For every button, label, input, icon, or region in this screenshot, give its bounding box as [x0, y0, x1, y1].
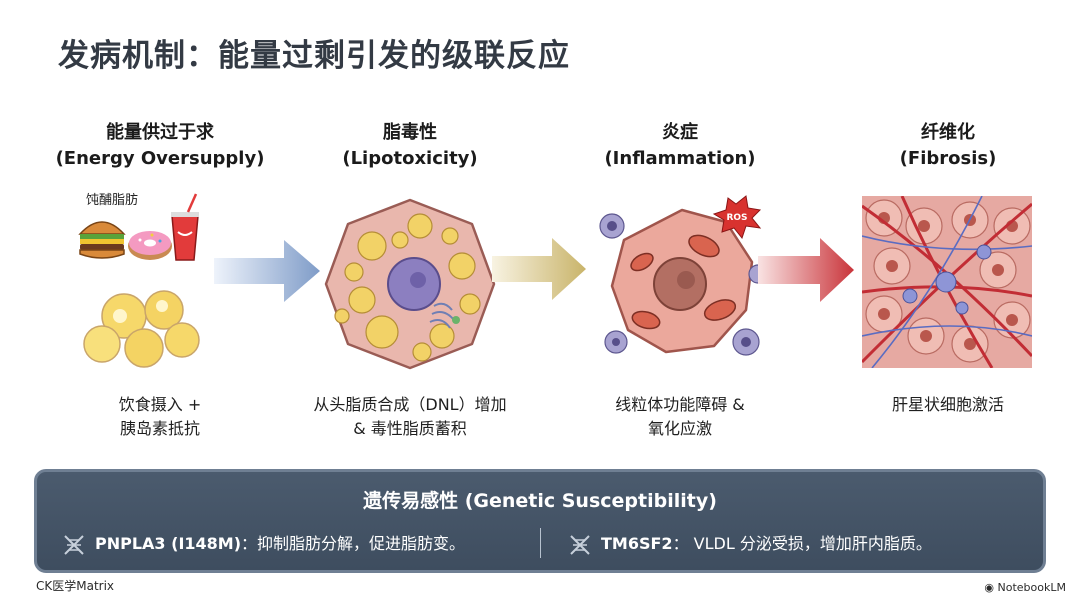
stage-subtitle: (Fibrosis): [899, 148, 997, 169]
page-title: 发病机制：能量过剩引发的级联反应: [58, 38, 570, 74]
gene-text: ： VLDL 分泌受损，增加肝内脂质。: [672, 534, 932, 553]
watermark-right-label: NotebookLM: [997, 581, 1066, 594]
stage-desc-fibrosis: 肝星状细胞激活: [823, 393, 1073, 417]
stage-subtitle: (Energy Oversupply): [55, 148, 265, 169]
stage-fibrosis: 纤维化 (Fibrosis): [833, 120, 1063, 172]
stage-subtitle: (Lipotoxicity): [342, 148, 478, 169]
soda-cup-icon: [171, 193, 199, 261]
stage-name: 纤维化: [921, 122, 975, 143]
stage-desc-line1: 线粒体功能障碍 &: [615, 395, 745, 414]
panel-title: 遗传易感性 (Genetic Susceptibility): [363, 490, 717, 512]
art-label: 饨酺脂肪: [86, 192, 138, 208]
arrow-right-icon: [214, 240, 320, 302]
gene-item-pnpla3: PNPLA3 (I148M)：抑制脂肪分解，促进脂肪变。: [61, 530, 465, 558]
stage-desc-line2: 胰岛素抵抗: [119, 419, 200, 438]
gene-name: TM6SF2: [601, 534, 673, 553]
notebooklm-logo-icon: ◉: [984, 581, 998, 594]
stage-desc-inflammation: 线粒体功能障碍 & 氧化应激: [555, 393, 805, 441]
arrow-right-icon: [492, 238, 586, 300]
stage-desc-line2: & 毒性脂质蓄积: [353, 419, 467, 438]
stage-desc-energy: 饮食摄入 + 胰岛素抵抗: [35, 393, 285, 441]
junk-food-fat-cells-illustration: 饨酺脂肪: [78, 192, 200, 368]
watermark-left: CK医学Matrix: [36, 579, 115, 593]
arrow-right-icon: [758, 238, 854, 302]
burger-icon: [78, 221, 126, 259]
genetic-susceptibility-panel: 遗传易感性 (Genetic Susceptibility) PNPLA3 (I…: [34, 469, 1046, 573]
dna-icon: [570, 534, 590, 555]
stage-name: 能量供过于求: [106, 122, 214, 143]
stage-name: 脂毒性: [383, 122, 437, 143]
lipotoxic-cell-illustration: [324, 198, 496, 370]
divider: [540, 528, 541, 558]
stage-desc-line1: 饮食摄入 +: [118, 395, 202, 414]
stage-desc-line1: 肝星状细胞激活: [891, 395, 1004, 414]
ros-label: ROS: [726, 213, 747, 223]
fat-cells-icon: [83, 290, 200, 368]
stage-subtitle: (Inflammation): [604, 148, 756, 169]
stage-energy-oversupply: 能量供过于求 (Energy Oversupply): [45, 120, 275, 172]
dna-icon: [64, 534, 84, 555]
inflamed-cell-illustration: ROS: [599, 195, 768, 356]
stage-lipotoxicity: 脂毒性 (Lipotoxicity): [295, 120, 525, 172]
stage-desc-lipotoxicity: 从头脂质合成（DNL）增加 & 毒性脂质蓄积: [285, 393, 535, 441]
watermark-right: ◉ NotebookLM: [984, 581, 1066, 594]
gene-text: ：抑制脂肪分解，促进脂肪变。: [241, 534, 466, 553]
fibrotic-tissue-illustration: [862, 196, 1032, 368]
stage-inflammation: 炎症 (Inflammation): [565, 120, 795, 172]
stage-desc-line2: 氧化应激: [647, 419, 712, 438]
donut-icon: [128, 231, 172, 260]
stage-desc-line1: 从头脂质合成（DNL）增加: [313, 395, 507, 414]
stage-name: 炎症: [662, 122, 698, 143]
ros-burst-icon: ROS: [712, 195, 762, 240]
gene-name: PNPLA3 (I148M): [95, 534, 242, 553]
gene-item-tm6sf2: TM6SF2： VLDL 分泌受损，增加肝内脂质。: [567, 530, 932, 558]
